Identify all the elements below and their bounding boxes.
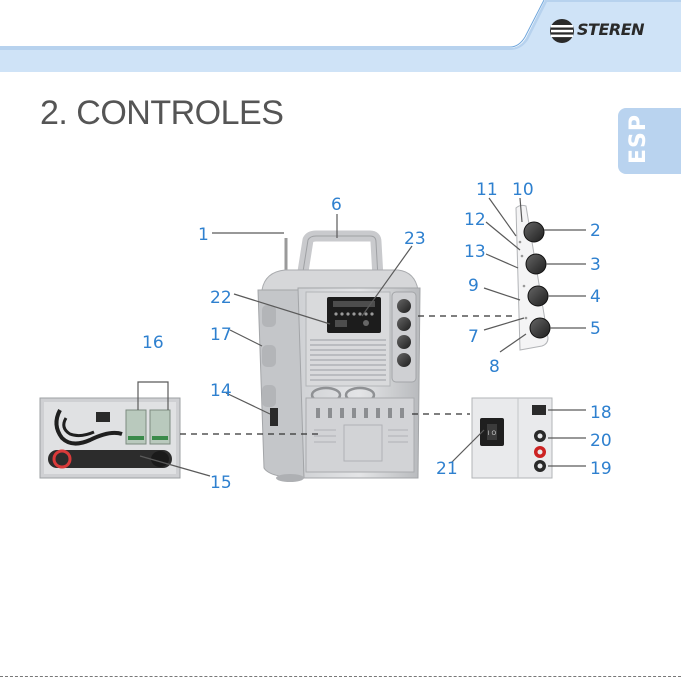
callout-20: 20 (590, 431, 612, 451)
callout-17: 17 (210, 325, 232, 345)
callout-6: 6 (331, 195, 342, 215)
callout-21: 21 (436, 459, 458, 479)
footer-rule (0, 676, 681, 677)
callout-14: 14 (210, 381, 232, 401)
callout-4: 4 (590, 287, 601, 307)
callout-13: 13 (464, 242, 486, 262)
battery-compartment (40, 398, 180, 478)
speaker-unit (258, 236, 420, 482)
callout-9: 9 (468, 276, 479, 296)
callout-10: 10 (512, 180, 534, 200)
callout-16: 16 (142, 333, 164, 353)
callout-11: 11 (476, 180, 498, 200)
callout-23: 23 (404, 229, 426, 249)
callout-12: 12 (464, 210, 486, 230)
callout-2: 2 (590, 221, 601, 241)
callout-15: 15 (210, 473, 232, 493)
callout-19: 19 (590, 459, 612, 479)
callout-18: 18 (590, 403, 612, 423)
svg-text:I O: I O (488, 430, 497, 437)
jack-panel-detail: I O (472, 398, 552, 478)
callout-1: 1 (198, 225, 209, 245)
callout-3: 3 (590, 255, 601, 275)
callout-7: 7 (468, 327, 479, 347)
knob-icon (397, 299, 411, 313)
callout-5: 5 (590, 319, 601, 339)
knob-panel-detail (514, 205, 552, 350)
callout-22: 22 (210, 288, 232, 308)
callout-8: 8 (489, 357, 500, 377)
